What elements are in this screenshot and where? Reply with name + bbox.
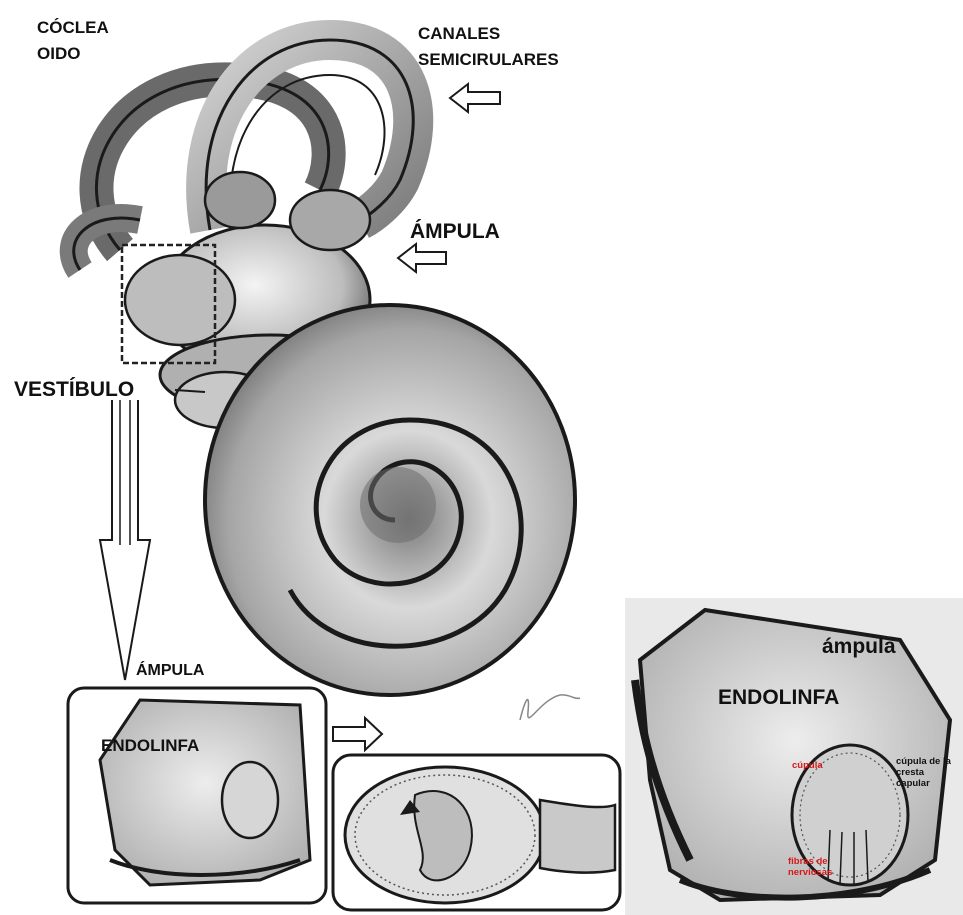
label-fibras: fibras de nerviosas — [788, 856, 856, 878]
ampulla-detail-panel — [68, 688, 326, 903]
label-ampula-mid: ÁMPULA — [136, 662, 204, 680]
canales-arrow-icon — [450, 84, 500, 112]
label-cupula: cúpula — [792, 760, 823, 771]
cochlea-spiral — [205, 305, 575, 695]
artist-signature — [520, 695, 580, 720]
label-vestibulo: VESTÍBULO — [14, 378, 134, 402]
label-oido: OIDO — [37, 44, 80, 64]
right-arrow-icon — [333, 718, 382, 750]
label-semicirculares: SEMICIRULARES — [418, 50, 559, 70]
ampula-arrow-icon — [398, 244, 446, 272]
label-coclea: CÓCLEA — [37, 18, 109, 38]
label-cupula-cresta: cúpula de la cresta capular — [896, 756, 954, 789]
label-endolinfa-right: ENDOLINFA — [718, 686, 839, 710]
label-canales: CANALES — [418, 24, 500, 44]
down-arrow-icon — [100, 400, 150, 680]
label-ampula-right: ámpula — [822, 635, 896, 659]
crista-detail-panel — [333, 755, 620, 910]
label-ampula-top: ÁMPULA — [410, 220, 500, 244]
label-endolinfa-small: ENDOLINFA — [101, 736, 199, 756]
